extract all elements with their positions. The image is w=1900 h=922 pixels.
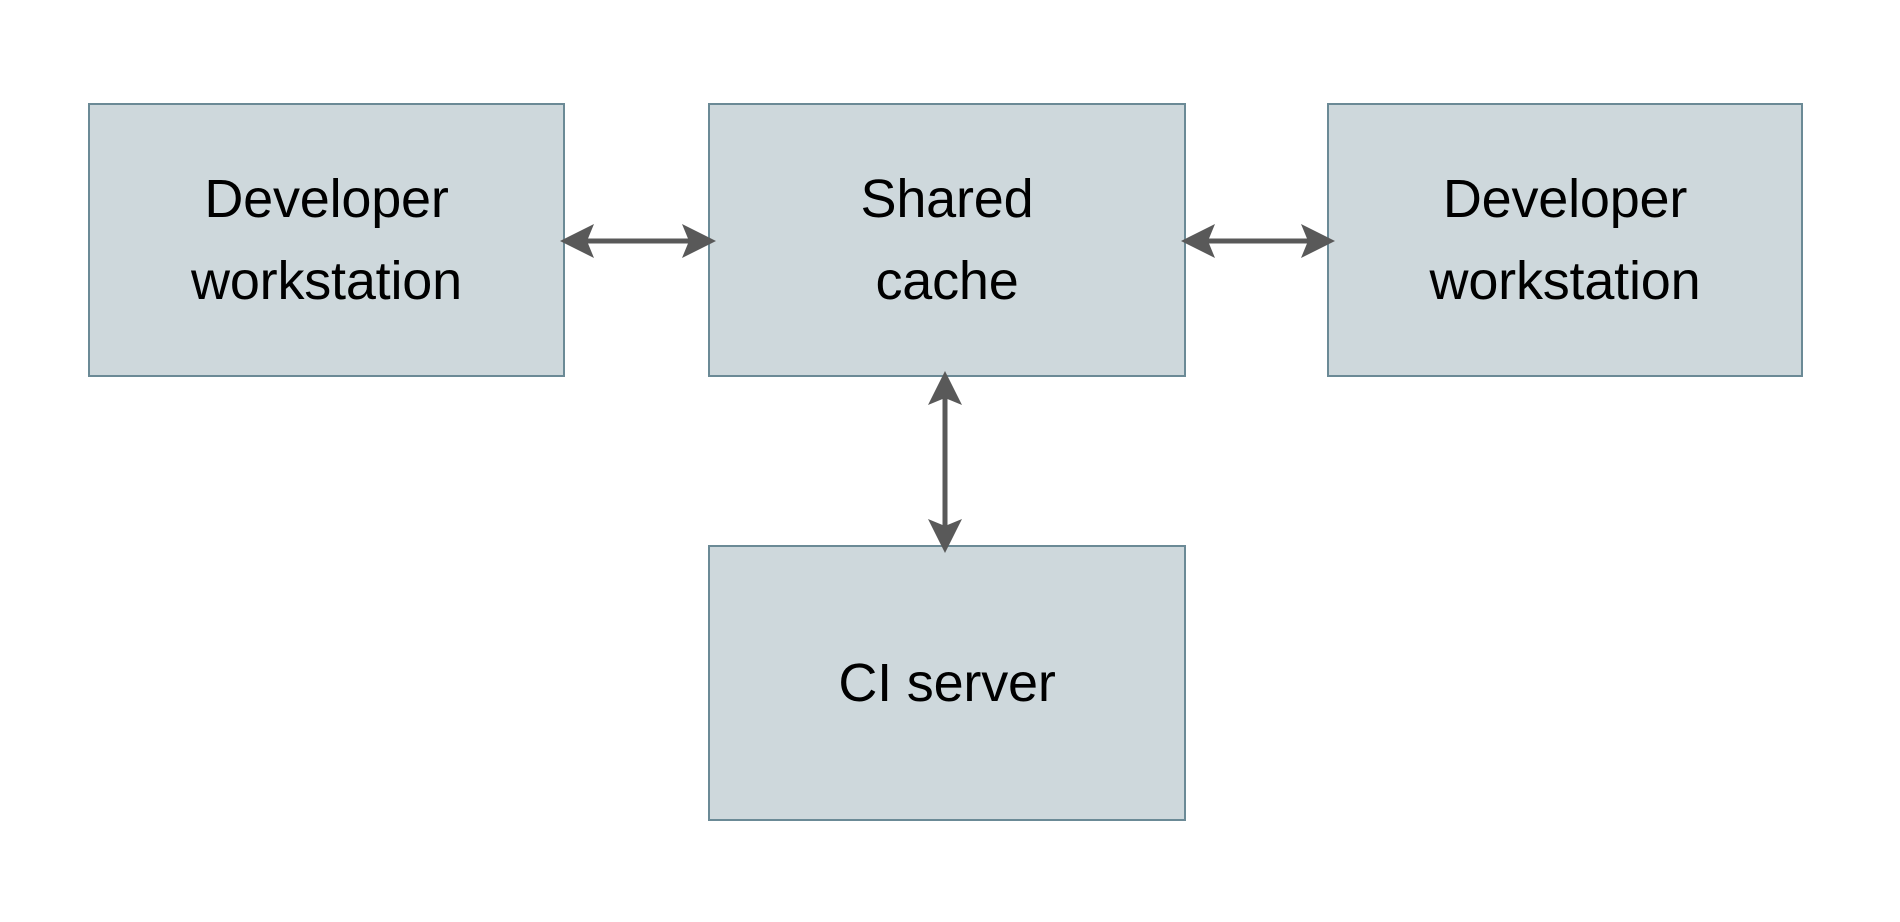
node-label: Developer workstation [1429, 168, 1701, 311]
node-label: Developer workstation [191, 168, 462, 311]
connector-developer-workstation-left-to-shared-cache[interactable] [560, 212, 716, 270]
double-arrow-icon [1181, 224, 1335, 258]
node-ci-server[interactable]: CI server [708, 545, 1186, 821]
double-arrow-icon [928, 371, 962, 553]
node-developer-workstation-left[interactable]: Developer workstation [88, 103, 565, 377]
node-label: Shared cache [860, 168, 1034, 311]
node-shared-cache[interactable]: Shared cache [708, 103, 1186, 377]
double-arrow-icon [560, 224, 716, 258]
node-label: CI server [838, 652, 1056, 713]
node-developer-workstation-right[interactable]: Developer workstation [1327, 103, 1803, 377]
connector-shared-cache-to-ci-server[interactable] [916, 371, 974, 553]
connector-shared-cache-to-developer-workstation-right[interactable] [1181, 212, 1335, 270]
